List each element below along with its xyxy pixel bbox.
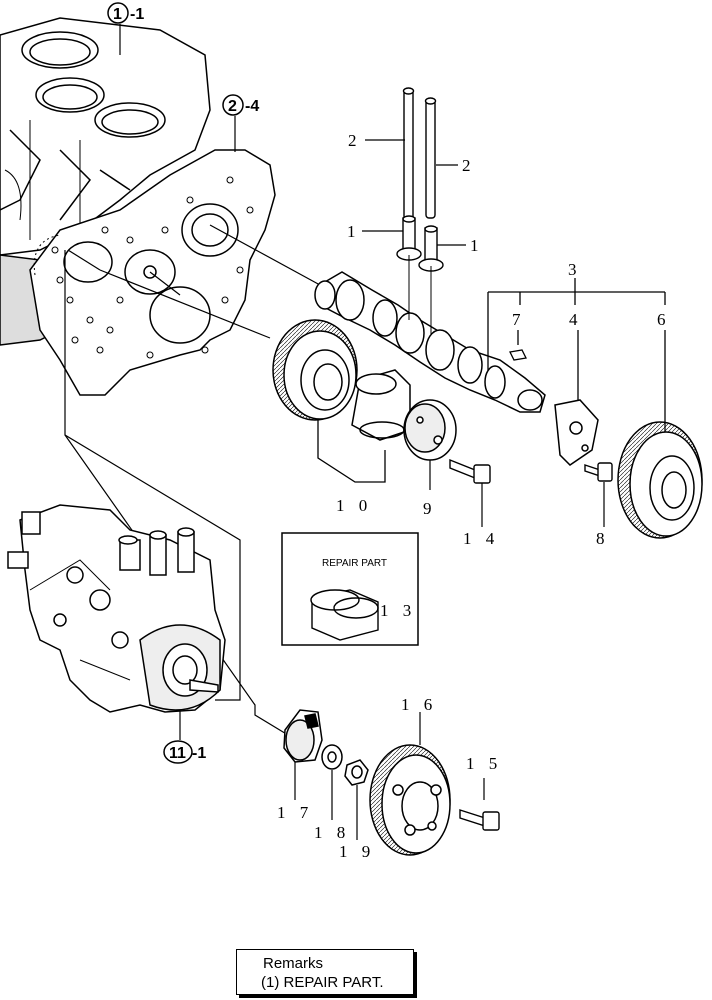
ref-callout-1-1: 1 -1	[107, 2, 144, 55]
label-part-6: 6	[657, 310, 671, 329]
bolt-8	[584, 462, 613, 482]
cam-gear-left	[272, 319, 358, 421]
group-bracket-3	[487, 278, 666, 432]
washer-18	[321, 744, 343, 770]
label-part-14: 1 4	[463, 529, 499, 548]
key-part	[509, 349, 527, 361]
camshaft	[314, 255, 546, 413]
bolt-14	[449, 458, 491, 484]
label-part-3: 3	[568, 260, 582, 279]
svg-text:-4: -4	[245, 98, 259, 115]
remarks-box: Remarks (1) REPAIR PART.	[236, 949, 414, 995]
bolt-15	[459, 809, 500, 831]
label-part-1a: 1	[347, 222, 361, 241]
svg-text:-1: -1	[130, 6, 144, 23]
label-part-8: 8	[596, 529, 610, 548]
label-part-15: 1 5	[466, 754, 502, 773]
tappets	[396, 215, 444, 272]
label-part-19: 1 9	[339, 842, 375, 861]
label-part-2b: 2	[462, 156, 476, 175]
label-part-2a: 2	[348, 131, 362, 150]
fuel-injection-pump	[7, 504, 226, 713]
ref-callout-2-4: 2 -4	[222, 94, 259, 152]
svg-text:1: 1	[113, 6, 122, 23]
part-leaders	[179, 139, 605, 840]
label-part-7: 7	[512, 310, 526, 329]
nut-19	[344, 759, 369, 786]
label-part-1b: 1	[470, 236, 484, 255]
drive-flange-17	[283, 709, 323, 763]
svg-text:11: 11	[169, 745, 186, 762]
plate-4	[554, 399, 599, 466]
label-part-16: 1 6	[401, 695, 437, 714]
gear-6	[617, 421, 703, 539]
group-bracket-10	[317, 420, 386, 483]
svg-text:2: 2	[228, 98, 237, 115]
remarks-line-1: (1) REPAIR PART.	[261, 974, 384, 991]
label-part-13: 1 3	[380, 601, 416, 620]
label-part-17: 1 7	[277, 803, 313, 822]
svg-text:-1: -1	[192, 745, 206, 762]
remarks-title: Remarks	[263, 955, 324, 972]
label-part-10: 1 0	[336, 496, 372, 515]
repair-part-box	[281, 532, 419, 646]
thrust-flange	[403, 399, 457, 461]
engine-block	[0, 17, 211, 346]
push-rods	[402, 87, 437, 226]
ref-callout-11-1: 11 -1	[163, 740, 206, 764]
repair-part-title: REPAIR PART	[322, 558, 387, 569]
label-part-18: 1 8	[314, 823, 350, 842]
bushing	[351, 369, 411, 441]
label-part-4: 4	[569, 310, 583, 329]
label-part-9: 9	[423, 499, 437, 518]
gear-case-plate	[29, 149, 276, 396]
gear-16	[369, 744, 451, 856]
